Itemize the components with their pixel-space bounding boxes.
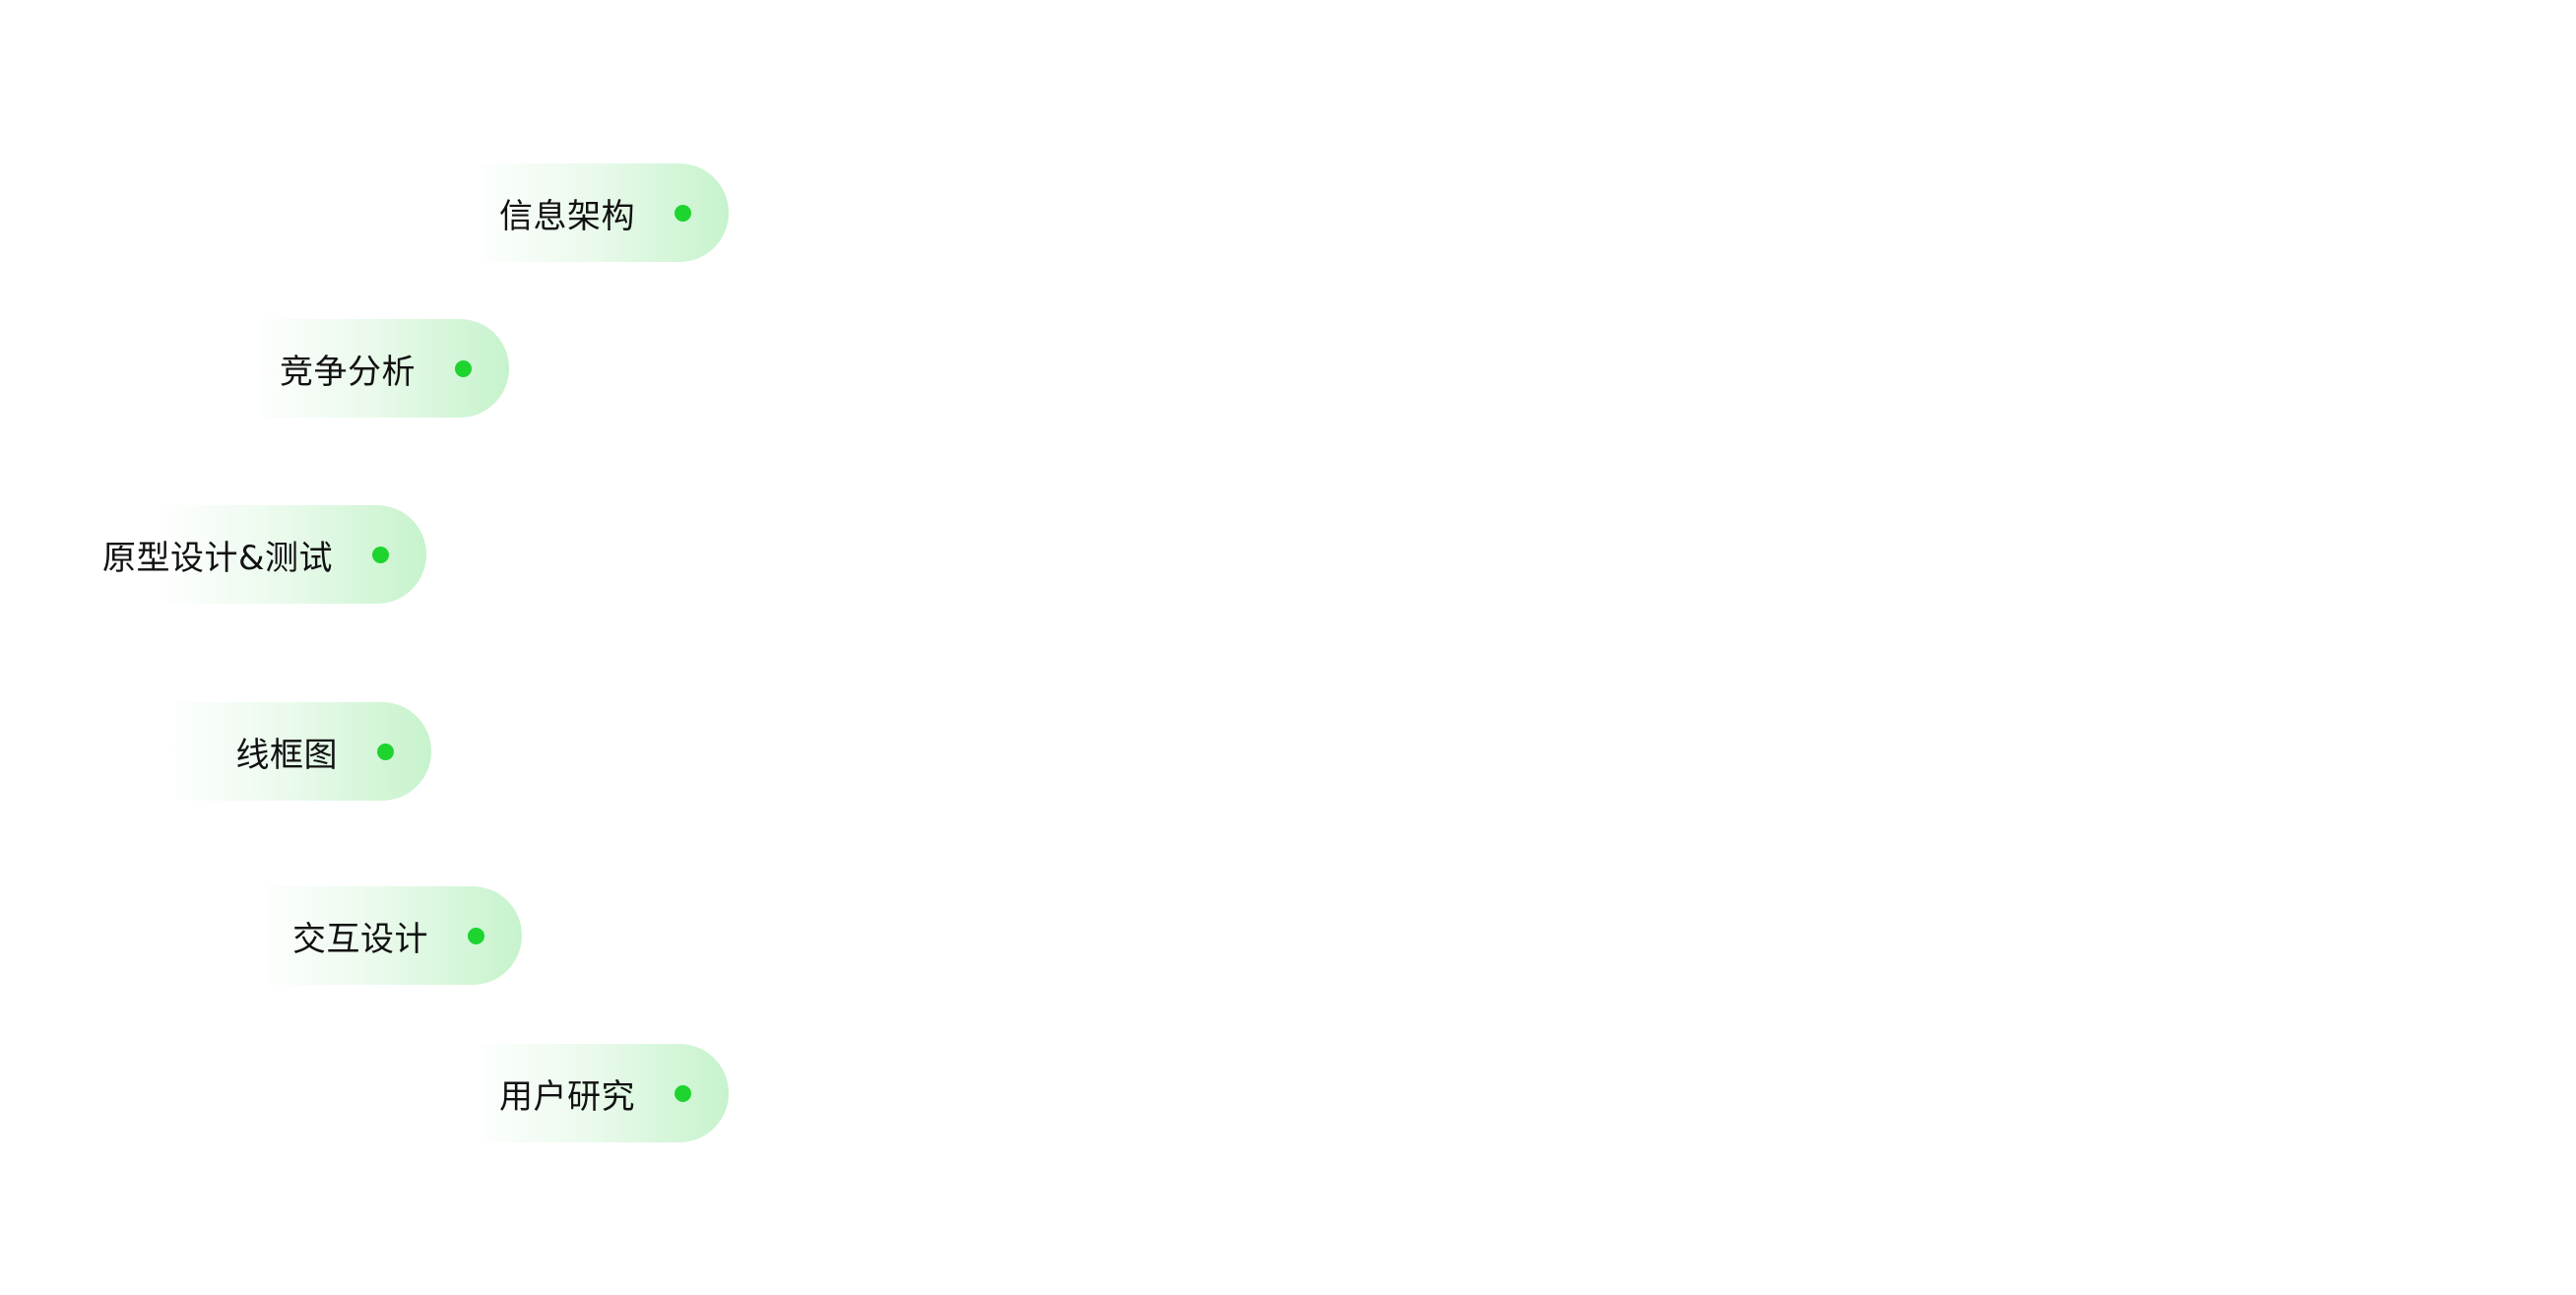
green-dot-icon [455, 359, 472, 377]
green-dot-icon [675, 204, 691, 222]
pill-label: 交互设计 [292, 919, 428, 959]
pill-item-information-architecture: 信息架构 [471, 163, 729, 262]
pill-item-wireframe: 线框图 [165, 702, 431, 801]
green-dot-icon [468, 927, 484, 944]
pill-label: 信息架构 [499, 196, 635, 236]
pill-label: 线框图 [235, 735, 338, 775]
pill-item-user-research: 用户研究 [471, 1044, 729, 1142]
green-dot-icon [675, 1084, 691, 1102]
pill-item-competitive-analysis: 竞争分析 [248, 319, 509, 418]
pill-item-interaction-design: 交互设计 [256, 886, 522, 985]
green-dot-icon [377, 743, 394, 760]
pill-item-prototype-testing: 原型设计&测试 [102, 505, 426, 604]
pill-label: 原型设计&测试 [101, 538, 333, 578]
pill-label: 用户研究 [499, 1076, 635, 1117]
pill-label: 竞争分析 [280, 352, 416, 392]
green-dot-icon [372, 546, 389, 563]
